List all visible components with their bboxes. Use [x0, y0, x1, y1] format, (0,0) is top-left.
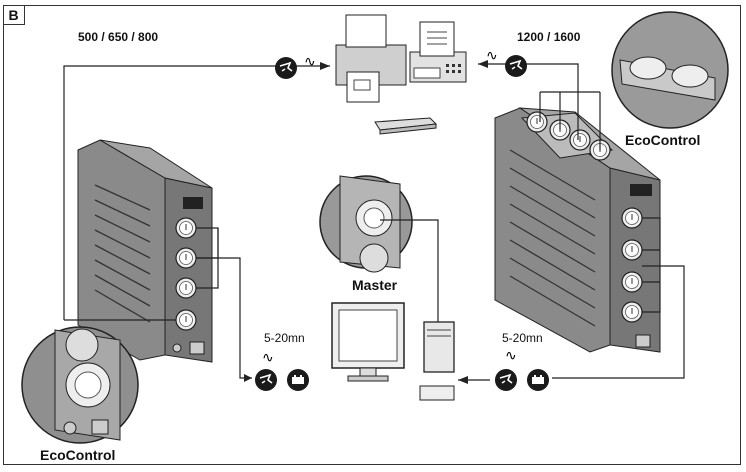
printer-icon	[335, 14, 407, 103]
monitor-icon	[331, 302, 405, 382]
fax-icon	[409, 21, 467, 83]
model-large-label: 1200 / 1600	[517, 30, 581, 44]
surge-protection-icon	[504, 54, 528, 78]
pc-tower-icon	[419, 321, 455, 401]
ac-wave-icon: ∿	[262, 350, 274, 366]
surge-protection-icon	[254, 368, 278, 392]
connections	[63, 63, 685, 381]
ecocontrol-label-bottom: EcoControl	[40, 447, 116, 463]
panel-letter: B	[3, 5, 25, 25]
ups-small	[77, 139, 213, 363]
ecocontrol-zoom-top	[611, 11, 729, 129]
model-small-label: 500 / 650 / 800	[78, 30, 159, 44]
delay-label-left: 5-20mn	[264, 331, 305, 345]
ac-wave-icon: ∿	[505, 348, 517, 364]
master-label: Master	[352, 277, 398, 293]
surge-protection-icon	[274, 56, 298, 80]
surge-protection-icon	[494, 368, 518, 392]
ecocontrol-zoom-bottom	[21, 326, 139, 444]
battery-icon	[287, 369, 309, 391]
ac-wave-icon: ∿	[486, 48, 498, 64]
ecocontrol-label-top: EcoControl	[625, 132, 701, 148]
ups-large	[494, 107, 661, 353]
battery-icon	[527, 369, 549, 391]
ac-wave-icon: ∿	[304, 54, 316, 70]
figure-frame	[3, 5, 741, 465]
master-zoom	[319, 175, 413, 273]
device-base-icon	[374, 117, 438, 135]
delay-label-right: 5-20mn	[502, 331, 543, 345]
